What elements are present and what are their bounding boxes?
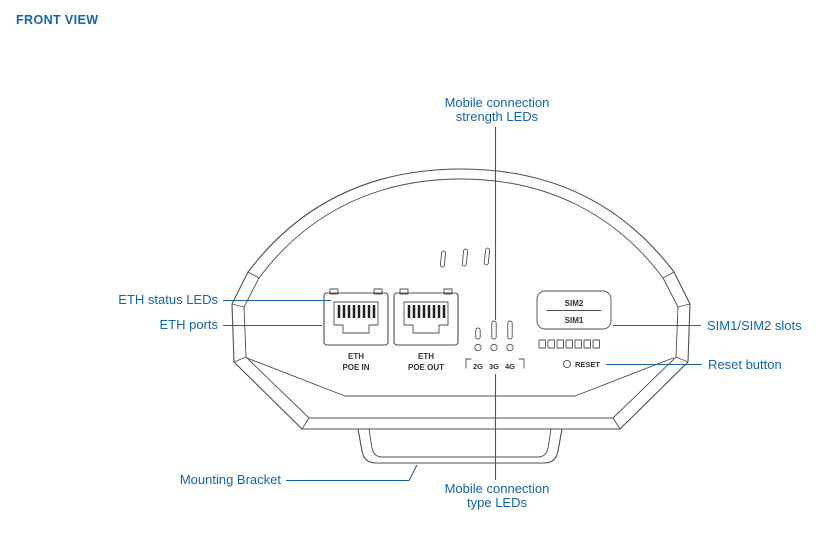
vent-slit xyxy=(483,247,491,266)
callout-mobile-type-line1: Mobile connection xyxy=(444,481,550,496)
device-front-view: ETH POE IN ETH POE OUT 2G 3G 4G xyxy=(231,168,691,464)
eth-poe-in-label-line2: POE IN xyxy=(342,363,369,372)
eth-status-led xyxy=(399,288,409,295)
callout-mobile-type-label: Mobile connection type LEDs xyxy=(444,481,550,511)
vent-slits xyxy=(439,247,491,268)
vent-slit xyxy=(439,250,447,268)
vent-slit xyxy=(461,248,469,267)
sim-contact xyxy=(574,339,582,349)
device-bottom-face xyxy=(246,357,674,397)
callout-eth-ports-label: ETH ports xyxy=(159,317,218,332)
signal-strength-led xyxy=(475,327,481,340)
callout-line-mounting xyxy=(286,464,418,482)
sim-contact xyxy=(547,339,555,349)
sim-contact xyxy=(538,339,546,349)
sim-contact-strip xyxy=(538,339,600,349)
mounting-bracket xyxy=(357,428,563,464)
eth-poe-out-label-line2: POE OUT xyxy=(408,363,444,372)
sim2-label: SIM2 xyxy=(565,299,584,308)
sim-contact xyxy=(556,339,564,349)
rj45-jack-outline xyxy=(333,301,379,334)
led-label-3g: 3G xyxy=(489,362,499,371)
device-bevel-ticks xyxy=(231,271,691,430)
callout-eth-status-label: ETH status LEDs xyxy=(118,292,218,307)
sim-slot-area: SIM2 SIM1 xyxy=(536,290,612,349)
sim-slot-cover xyxy=(536,290,612,330)
eth-port-housing xyxy=(323,292,389,346)
rj45-jack-outline xyxy=(403,301,449,334)
reset-label: RESET xyxy=(575,360,600,369)
sim-contact xyxy=(592,339,600,349)
sim-contact xyxy=(583,339,591,349)
reset-button-hole xyxy=(562,359,572,369)
callout-sim-slots-label: SIM1/SIM2 slots xyxy=(707,318,802,333)
callout-mobile-type-line2: type LEDs xyxy=(467,495,527,511)
eth-status-led xyxy=(443,288,453,295)
eth-status-led xyxy=(329,288,339,295)
sim-contact xyxy=(565,339,573,349)
mounting-bracket-inner xyxy=(368,428,552,458)
sim1-label: SIM1 xyxy=(565,316,584,325)
callout-reset-label: Reset button xyxy=(708,357,782,372)
callout-mobile-strength-line2: strength LEDs xyxy=(455,109,539,125)
signal-strength-led xyxy=(491,320,497,340)
led-label-brackets xyxy=(465,358,525,369)
eth-status-led xyxy=(373,288,383,295)
callout-mounting-label: Mounting Bracket xyxy=(179,472,281,487)
connection-type-led-2g xyxy=(474,343,482,352)
connection-type-led-4g xyxy=(506,343,514,352)
signal-strength-led xyxy=(507,320,513,340)
led-label-2g: 2G xyxy=(473,362,483,371)
connection-type-led-3g xyxy=(490,343,498,352)
reset-button-area: RESET xyxy=(562,359,600,369)
eth-poe-out-label-line1: ETH xyxy=(418,352,434,361)
rj45-pins xyxy=(407,305,446,318)
callout-mobile-strength-line1: Mobile connection xyxy=(444,95,550,110)
page-title: FRONT VIEW xyxy=(16,13,99,27)
callout-mobile-strength-label: Mobile connection strength LEDs xyxy=(444,95,550,125)
led-label-4g: 4G xyxy=(505,362,515,371)
eth-poe-in-label-line1: ETH xyxy=(348,352,364,361)
mobile-leds: 2G 3G 4G xyxy=(465,320,525,371)
rj45-pins xyxy=(337,305,376,318)
eth-port-housing xyxy=(393,292,459,346)
eth-port-poe-in xyxy=(323,288,389,346)
device-outer-outline xyxy=(231,168,691,430)
eth-port-poe-out xyxy=(393,288,459,346)
